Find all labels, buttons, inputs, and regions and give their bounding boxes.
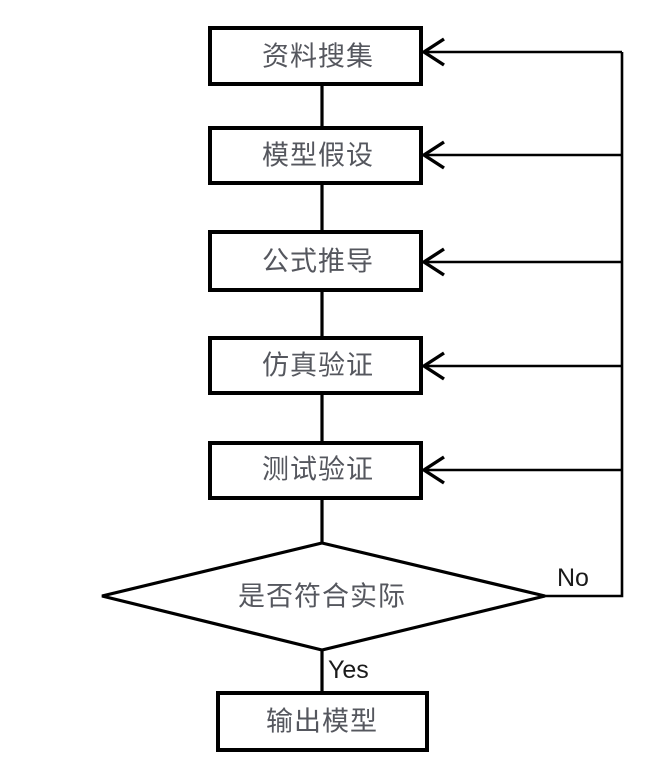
node-label-simulation-verification: 仿真验证: [262, 351, 374, 382]
node-box-output-model[interactable]: [216, 691, 429, 752]
node-label-test-verification: 测试验证: [262, 455, 374, 486]
node-box-formula-derivation[interactable]: [208, 230, 423, 292]
node-box-simulation-verification[interactable]: [208, 336, 423, 395]
node-label-data-collection: 资料搜集: [262, 42, 374, 73]
node-box-model-assumption[interactable]: [208, 126, 423, 185]
node-label-model-assumption: 模型假设: [262, 141, 374, 172]
node-label-meets-reality: 是否符合实际: [238, 582, 406, 613]
node-box-test-verification[interactable]: [208, 441, 423, 500]
node-box-data-collection[interactable]: [208, 26, 423, 86]
arrowhead-n4: [420, 351, 445, 381]
node-label-output-model: 输出模型: [266, 707, 378, 738]
arrowhead-n2: [420, 140, 445, 170]
node-label-formula-derivation: 公式推导: [262, 247, 374, 278]
arrowhead-n3: [420, 247, 445, 277]
arrowhead-n1: [420, 37, 445, 67]
feedback-loop-spine: [545, 52, 624, 598]
edge-label-no: No: [557, 564, 589, 592]
node-diamond-meets-reality[interactable]: [101, 541, 546, 652]
edge-label-yes: Yes: [328, 656, 369, 684]
arrowhead-n5: [420, 455, 445, 485]
